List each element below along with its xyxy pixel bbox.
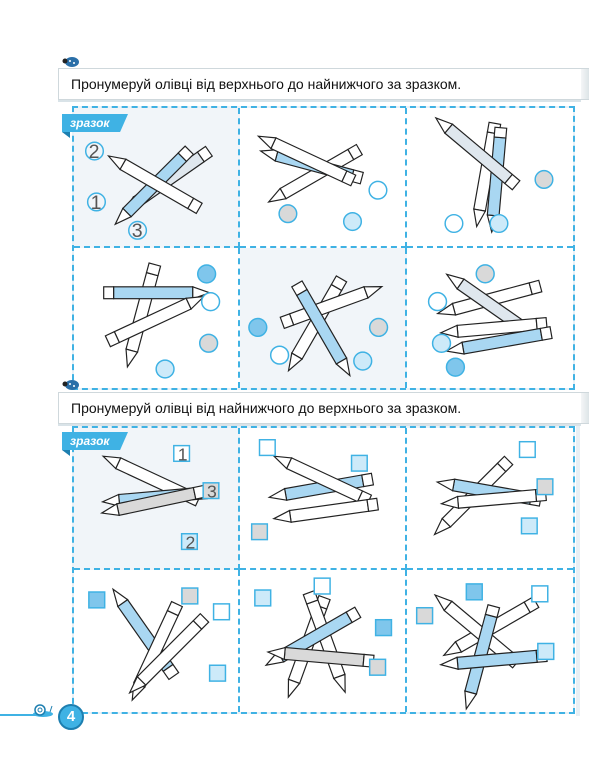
sample-number: 3: [207, 482, 217, 502]
task-1-text: Пронумеруй олівці від верхнього до найни…: [71, 76, 462, 92]
answer-box: [536, 642, 555, 661]
answer-circle: [431, 333, 451, 353]
answer-circle: [155, 359, 175, 379]
sample-number: 1: [91, 192, 102, 214]
sample-label-1: зразок: [62, 114, 128, 132]
page-number: 4: [58, 704, 84, 730]
page-side-strip: [576, 426, 580, 716]
answer-circle: [475, 264, 495, 284]
task-2-text: Пронумеруй олівці від найнижчого до верх…: [71, 400, 462, 416]
sample-cell-2: 1 3 2: [74, 428, 241, 570]
ladybug-icon: [62, 380, 79, 390]
answer-box: [313, 577, 332, 595]
answer-circle: [489, 213, 509, 234]
pencil-cell-1-3: [406, 108, 573, 248]
task-2-banner-end: [581, 392, 589, 424]
sample-number: 2: [186, 532, 196, 552]
answer-box: [212, 603, 231, 621]
pencil-cell-2-6: [406, 570, 573, 712]
pencil-cell-1-4: [74, 248, 241, 388]
pencil-cell-1-6: [406, 248, 573, 388]
answer-circle: [278, 204, 298, 224]
exercise-grid-1: 2 1 3: [72, 106, 575, 390]
exercise-grid-2: 1 3 2: [72, 426, 575, 714]
sample-number: 1: [178, 444, 188, 464]
answer-box: [259, 439, 277, 457]
answer-box: [536, 478, 554, 496]
answer-box: [254, 589, 272, 607]
answer-box: [369, 658, 387, 676]
answer-circle: [196, 264, 217, 284]
answer-circle: [534, 169, 554, 189]
answer-box: [181, 587, 199, 605]
page-footer-line: [0, 714, 46, 716]
ladybug-icon: [62, 57, 79, 67]
answer-box: [520, 517, 538, 535]
sample-label-2: зразок: [62, 432, 128, 450]
answer-box: [88, 591, 106, 609]
answer-circle: [369, 317, 389, 338]
answer-box: [518, 440, 536, 459]
sample-label-fold: [62, 450, 70, 456]
answer-box: [530, 585, 549, 603]
pencil-cell-1-2: [240, 108, 407, 248]
answer-box: [415, 606, 433, 625]
answer-box: [208, 664, 227, 682]
answer-circle: [198, 333, 219, 353]
task-1-banner-end: [581, 68, 589, 100]
answer-circle: [444, 213, 464, 234]
answer-circle: [270, 345, 290, 365]
pencil-cell-2-5: [240, 570, 407, 712]
answer-circle: [248, 317, 268, 338]
answer-box: [351, 454, 369, 472]
answer-box: [251, 523, 269, 541]
pencil-cell-1-5: [240, 248, 407, 388]
answer-box: [375, 618, 393, 637]
task-2-instruction: Пронумеруй олівці від найнижчого до верх…: [58, 392, 589, 424]
answer-circle: [445, 357, 465, 377]
pencil-cell-2-4: [74, 570, 241, 712]
sample-label-fold: [62, 132, 70, 138]
answer-circle: [353, 351, 373, 371]
snail-icon: [33, 704, 53, 717]
pencil-cell-2-2: [240, 428, 407, 570]
answer-circle: [200, 292, 221, 312]
answer-circle: [427, 291, 447, 312]
pencil-cell-2-3: [406, 428, 573, 570]
answer-circle: [368, 180, 388, 200]
sample-number: 2: [89, 141, 100, 163]
sample-number: 3: [132, 220, 143, 242]
task-1-instruction: Пронумеруй олівці від верхнього до найни…: [58, 68, 589, 100]
answer-box: [465, 583, 483, 601]
answer-circle: [343, 211, 363, 232]
sample-cell-1: 2 1 3: [74, 108, 241, 248]
